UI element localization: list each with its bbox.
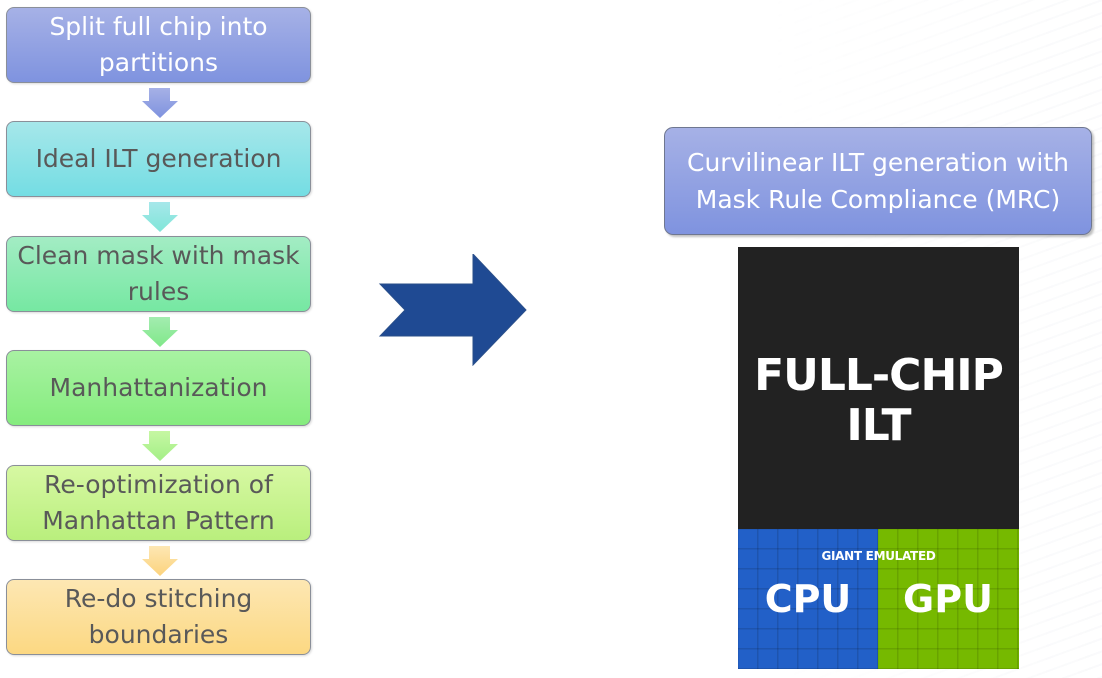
down-arrow-icon bbox=[142, 546, 178, 576]
chip-title-line2: ILT bbox=[846, 400, 911, 451]
full-chip-ilt-graphic: FULL-CHIP ILT GIANT EMULATED CPU GPU bbox=[738, 247, 1019, 669]
flow-step-ideal-ilt: Ideal ILT generation bbox=[6, 121, 311, 197]
chip-title-line1: FULL-CHIP bbox=[754, 350, 1004, 401]
flow-step-label: Clean mask with mask rules bbox=[17, 241, 300, 306]
flow-step-label: Manhattanization bbox=[49, 373, 268, 402]
chip-subtitle: GIANT EMULATED bbox=[821, 549, 936, 563]
cpu-label: CPU bbox=[764, 577, 852, 621]
flow-step-reoptimization: Re-optimization of Manhattan Pattern bbox=[6, 465, 311, 541]
result-curvilinear-ilt: Curvilinear ILT generation with Mask Rul… bbox=[664, 127, 1092, 235]
down-arrow-icon bbox=[142, 431, 178, 461]
chip-title-panel: FULL-CHIP ILT bbox=[738, 247, 1019, 529]
flow-step-split-partitions: Split full chip into partitions bbox=[6, 7, 311, 83]
down-arrow-icon bbox=[142, 202, 178, 232]
down-arrow-icon bbox=[142, 317, 178, 347]
result-label: Curvilinear ILT generation with Mask Rul… bbox=[686, 148, 1069, 214]
flow-step-label: Re-optimization of Manhattan Pattern bbox=[42, 470, 275, 535]
gpu-panel bbox=[878, 529, 1019, 669]
gpu-label: GPU bbox=[903, 577, 993, 621]
flow-step-label: Split full chip into partitions bbox=[49, 12, 268, 77]
flow-step-label: Re-do stitching boundaries bbox=[64, 584, 253, 649]
right-arrow-icon bbox=[378, 252, 528, 367]
flow-step-redo-stitching: Re-do stitching boundaries bbox=[6, 579, 311, 655]
chip-title: FULL-CHIP ILT bbox=[754, 350, 1004, 451]
flow-step-label: Ideal ILT generation bbox=[35, 144, 282, 173]
down-arrow-icon bbox=[142, 88, 178, 118]
flow-step-manhattanization: Manhattanization bbox=[6, 350, 311, 426]
cpu-panel bbox=[738, 529, 878, 669]
flow-step-clean-mask: Clean mask with mask rules bbox=[6, 236, 311, 312]
